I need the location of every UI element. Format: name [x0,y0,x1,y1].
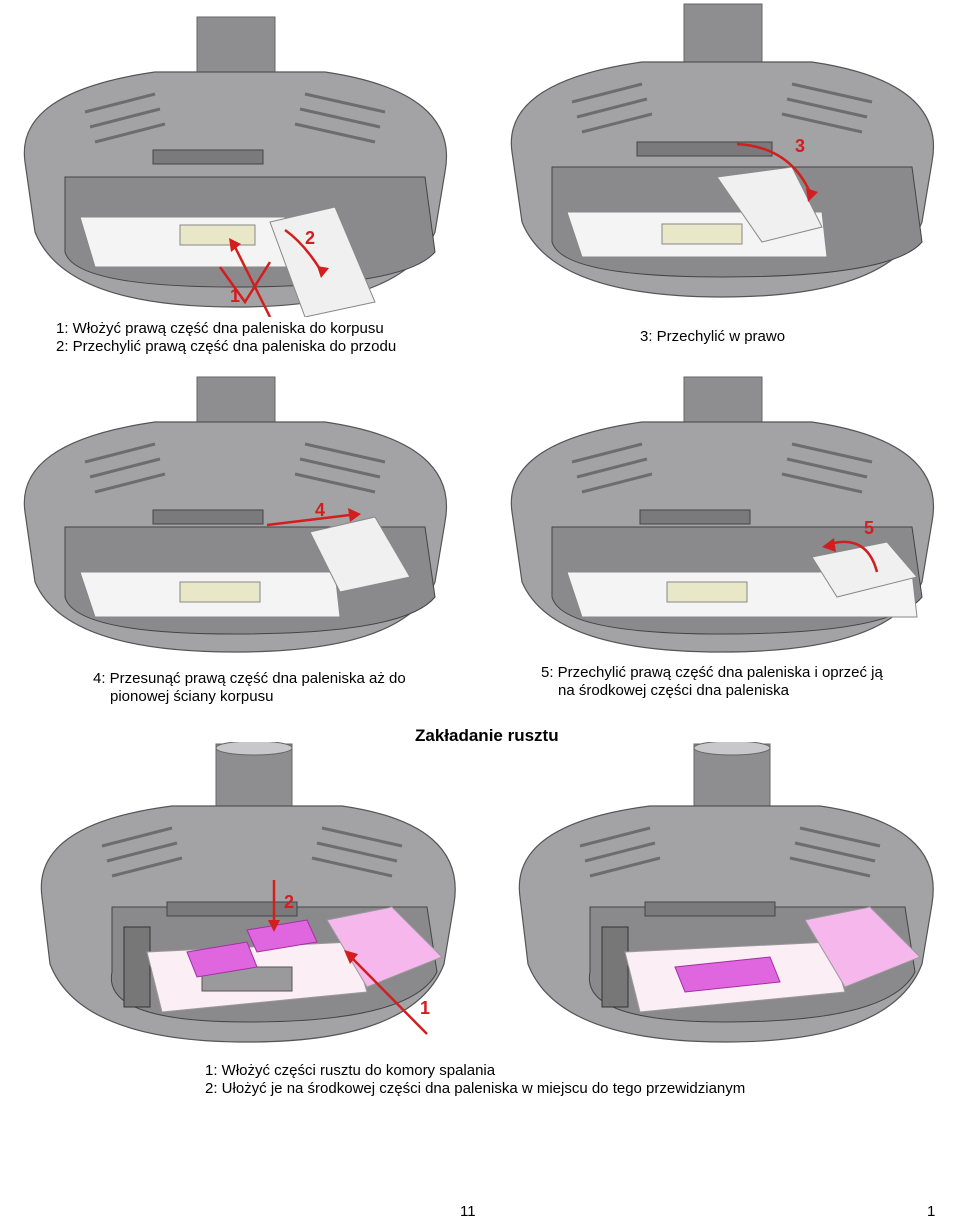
step-marker-5: 5 [864,518,874,538]
vent-slots [571,82,873,134]
caption-grate-2: 2: Ułożyć je na środkowej części dna pal… [205,1080,746,1097]
illustration-step-4: 4 [23,376,447,653]
illustration-grate-installed [518,742,934,1043]
arrow-head-insert [344,950,358,964]
door-hinge [601,926,629,1008]
step-marker-grate-2: 2 [284,892,294,912]
illustration-step-1-2: 1 2 [23,16,447,317]
baffle-bar [152,149,264,165]
step-marker-grate-1: 1 [420,998,430,1018]
right-floor-part [716,166,823,243]
right-floor-part [804,906,921,988]
vent-slots [84,92,386,144]
baffle-bar [639,509,751,525]
grate-slot [661,223,743,245]
arrow-tilt [829,540,879,573]
vent-slots [101,826,403,878]
vent-slots [571,442,873,494]
illustration-step-3: 3 [510,3,934,298]
arrow-head [806,188,818,202]
step-marker-1: 1 [230,286,240,306]
step-marker-2: 2 [305,228,315,248]
right-floor-part [326,906,443,988]
illustration-step-5: 5 [510,376,934,653]
chimney-top [693,742,771,756]
step-marker-4: 4 [315,500,325,520]
vent-slots [579,826,881,878]
grate-slot [179,581,261,603]
page-number-left: 11 [460,1203,476,1220]
vent-slots [84,442,386,494]
right-floor-part [309,516,411,593]
grate-part-right [246,919,318,953]
grate-slot [179,224,256,246]
illustration-grate-insert: 2 1 [40,742,456,1043]
arrow-head [822,538,836,552]
arrow-head-tilt [317,266,329,278]
baffle-bar [644,901,776,917]
arrow-slide [266,513,351,527]
arrow-head-down [268,920,280,932]
arrow-head [348,508,361,522]
arrow-insert [233,246,272,317]
caption-step-5-line2: na środkowej części dna paleniska [558,682,789,699]
arrow-tilt [736,142,814,198]
section-title: Zakładanie rusztu [415,726,559,745]
door-hinge [123,926,151,1008]
arrow-1 [218,261,272,305]
baffle-bar [152,509,264,525]
grate-part-left [186,941,258,978]
chimney-top [215,742,293,756]
caption-grate-1: 1: Włożyć części rusztu do komory spalan… [205,1062,496,1079]
baffle-bar [636,141,773,157]
arrow-insert [351,957,428,1035]
baffle-bar [166,901,298,917]
step-marker-3: 3 [795,136,805,156]
right-floor-part [269,206,376,317]
caption-step-2: 2: Przechylić prawą część dna paleniska … [56,338,397,355]
caption-step-1: 1: Włożyć prawą część dna paleniska do k… [56,320,384,337]
caption-step-5-line1: 5: Przechylić prawą część dna paleniska … [541,664,883,681]
grate-slot [666,581,748,603]
caption-step-4-line1: 4: Przesunąć prawą część dna paleniska a… [93,670,406,687]
page-number-right: 1 [927,1203,936,1220]
arrow-head [229,238,241,252]
caption-step-4-line2: pionowej ściany korpusu [110,688,274,705]
grate-installed [674,956,781,993]
caption-step-3: 3: Przechylić w prawo [640,328,786,345]
